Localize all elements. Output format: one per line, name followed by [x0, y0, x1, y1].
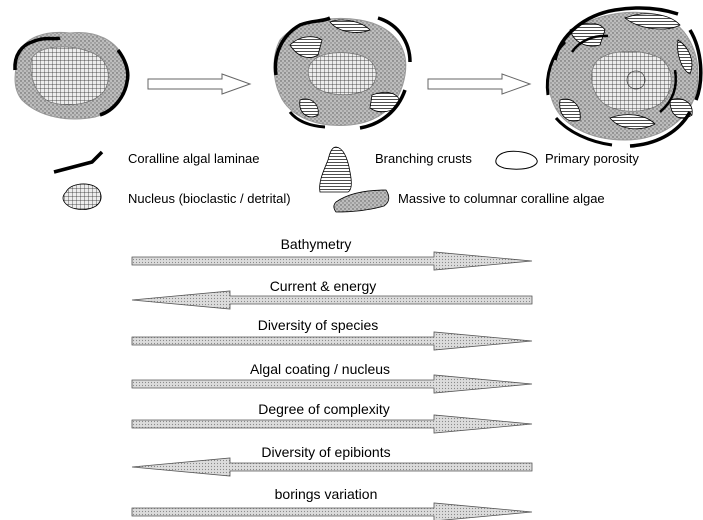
- gradient-arrow-right: [132, 332, 532, 350]
- nodule-stage-1: [15, 32, 128, 119]
- nodule-stage-3: [547, 8, 700, 146]
- nucleus-symbol: [63, 184, 101, 210]
- laminae-symbol: [54, 152, 102, 172]
- legend-massive-label: Massive to columnar coralline algae: [398, 191, 605, 207]
- legend-porosity-label: Primary porosity: [545, 151, 639, 167]
- gradient-label: Bathymetry: [281, 236, 352, 252]
- gradient-arrow-left: [132, 458, 532, 476]
- stage-arrow-2: [428, 74, 530, 94]
- stage-arrow-1: [148, 74, 250, 94]
- gradient-label: Degree of complexity: [258, 401, 390, 417]
- massive-symbol: [334, 190, 389, 212]
- gradient-label: Diversity of epibionts: [261, 444, 390, 460]
- gradient-label: Diversity of species: [258, 317, 379, 333]
- legend-branching-label: Branching crusts: [375, 151, 472, 167]
- legend-nucleus-label: Nucleus (bioclastic / detrital): [128, 191, 291, 207]
- gradient-label: Current & energy: [270, 278, 377, 294]
- porosity-symbol: [496, 151, 537, 169]
- gradient-arrow-right: [132, 503, 532, 520]
- branching-symbol: [320, 147, 352, 192]
- gradient-label: Algal coating / nucleus: [250, 361, 390, 377]
- gradient-arrow-right: [132, 415, 532, 433]
- legend-laminae-label: Coralline algal laminae: [128, 151, 260, 167]
- gradient-arrow-right: [132, 375, 532, 393]
- nodule-stage-2: [274, 18, 410, 128]
- gradient-arrow-right: [132, 252, 532, 270]
- gradient-label: borings variation: [275, 486, 378, 502]
